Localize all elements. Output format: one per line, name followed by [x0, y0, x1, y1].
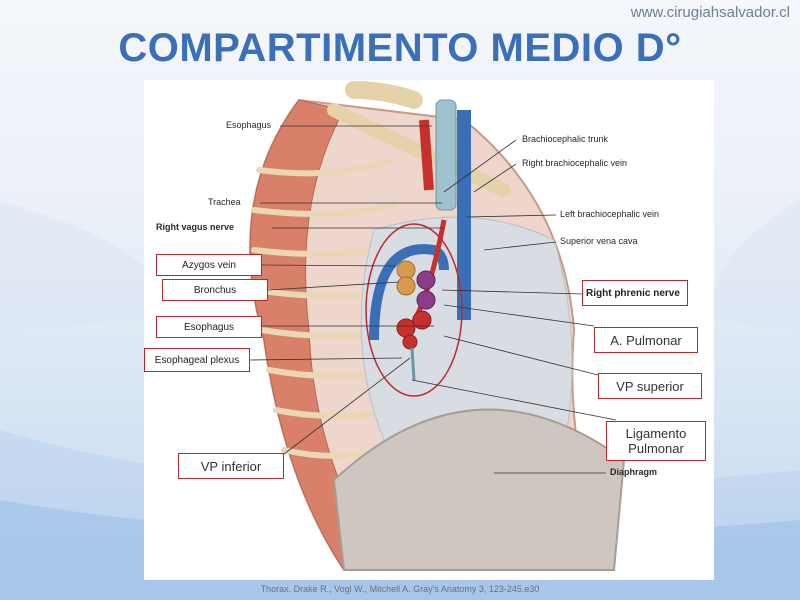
brachiocephalic-trunk-shape	[419, 119, 434, 191]
leader-lines	[249, 125, 617, 474]
box-ligamento-pulmonar: Ligamento Pulmonar	[606, 421, 706, 461]
box-bronchus: Bronchus	[162, 279, 268, 301]
label-superior-vena-cava: Superior vena cava	[560, 236, 638, 246]
label-left-brachiocephalic-vein: Left brachiocephalic vein	[560, 209, 660, 219]
label-esophagus-top: Esophagus	[226, 120, 272, 130]
label-brachiocephalic-trunk: Brachiocephalic trunk	[522, 134, 609, 144]
hilum-highlight-oval	[365, 223, 463, 397]
box-vp-inferior: VP inferior	[178, 453, 284, 479]
box-vp-superior: VP superior	[598, 373, 702, 399]
site-url: www.cirugiahsalvador.cl	[630, 4, 790, 21]
box-right-phrenic-nerve: Right phrenic nerve	[582, 280, 688, 306]
box-esophageal-plexus: Esophageal plexus	[144, 348, 250, 372]
label-right-brachiocephalic-vein: Right brachiocephalic vein	[522, 158, 628, 168]
trachea-shape	[435, 99, 457, 211]
label-trachea: Trachea	[208, 197, 241, 207]
anatomy-illustration: Esophagus Brachiocephalic trunk Right br…	[144, 80, 714, 580]
label-diaphragm: Diaphragm	[610, 467, 658, 477]
spine	[345, 81, 423, 109]
box-a-pulmonar: A. Pulmonar	[594, 327, 698, 353]
thorax-drawing	[249, 81, 626, 571]
box-esophagus: Esophagus	[156, 316, 262, 338]
azygos-vein-shape	[369, 244, 449, 341]
ligamento-line-2: Pulmonar	[628, 441, 684, 456]
ligamento-line-1: Ligamento	[625, 426, 687, 441]
page-title: COMPARTIMENTO MEDIO D°	[118, 26, 682, 70]
clavicle	[327, 103, 511, 197]
hilum-vessels	[396, 260, 436, 350]
box-azygos-vein: Azygos vein	[156, 254, 262, 276]
label-right-vagus-nerve: Right vagus nerve	[156, 222, 235, 232]
citation: Thorax. Drake R., Vogl W., Mitchell A. G…	[260, 584, 540, 594]
pulmonary-ligament-shape	[410, 347, 416, 381]
